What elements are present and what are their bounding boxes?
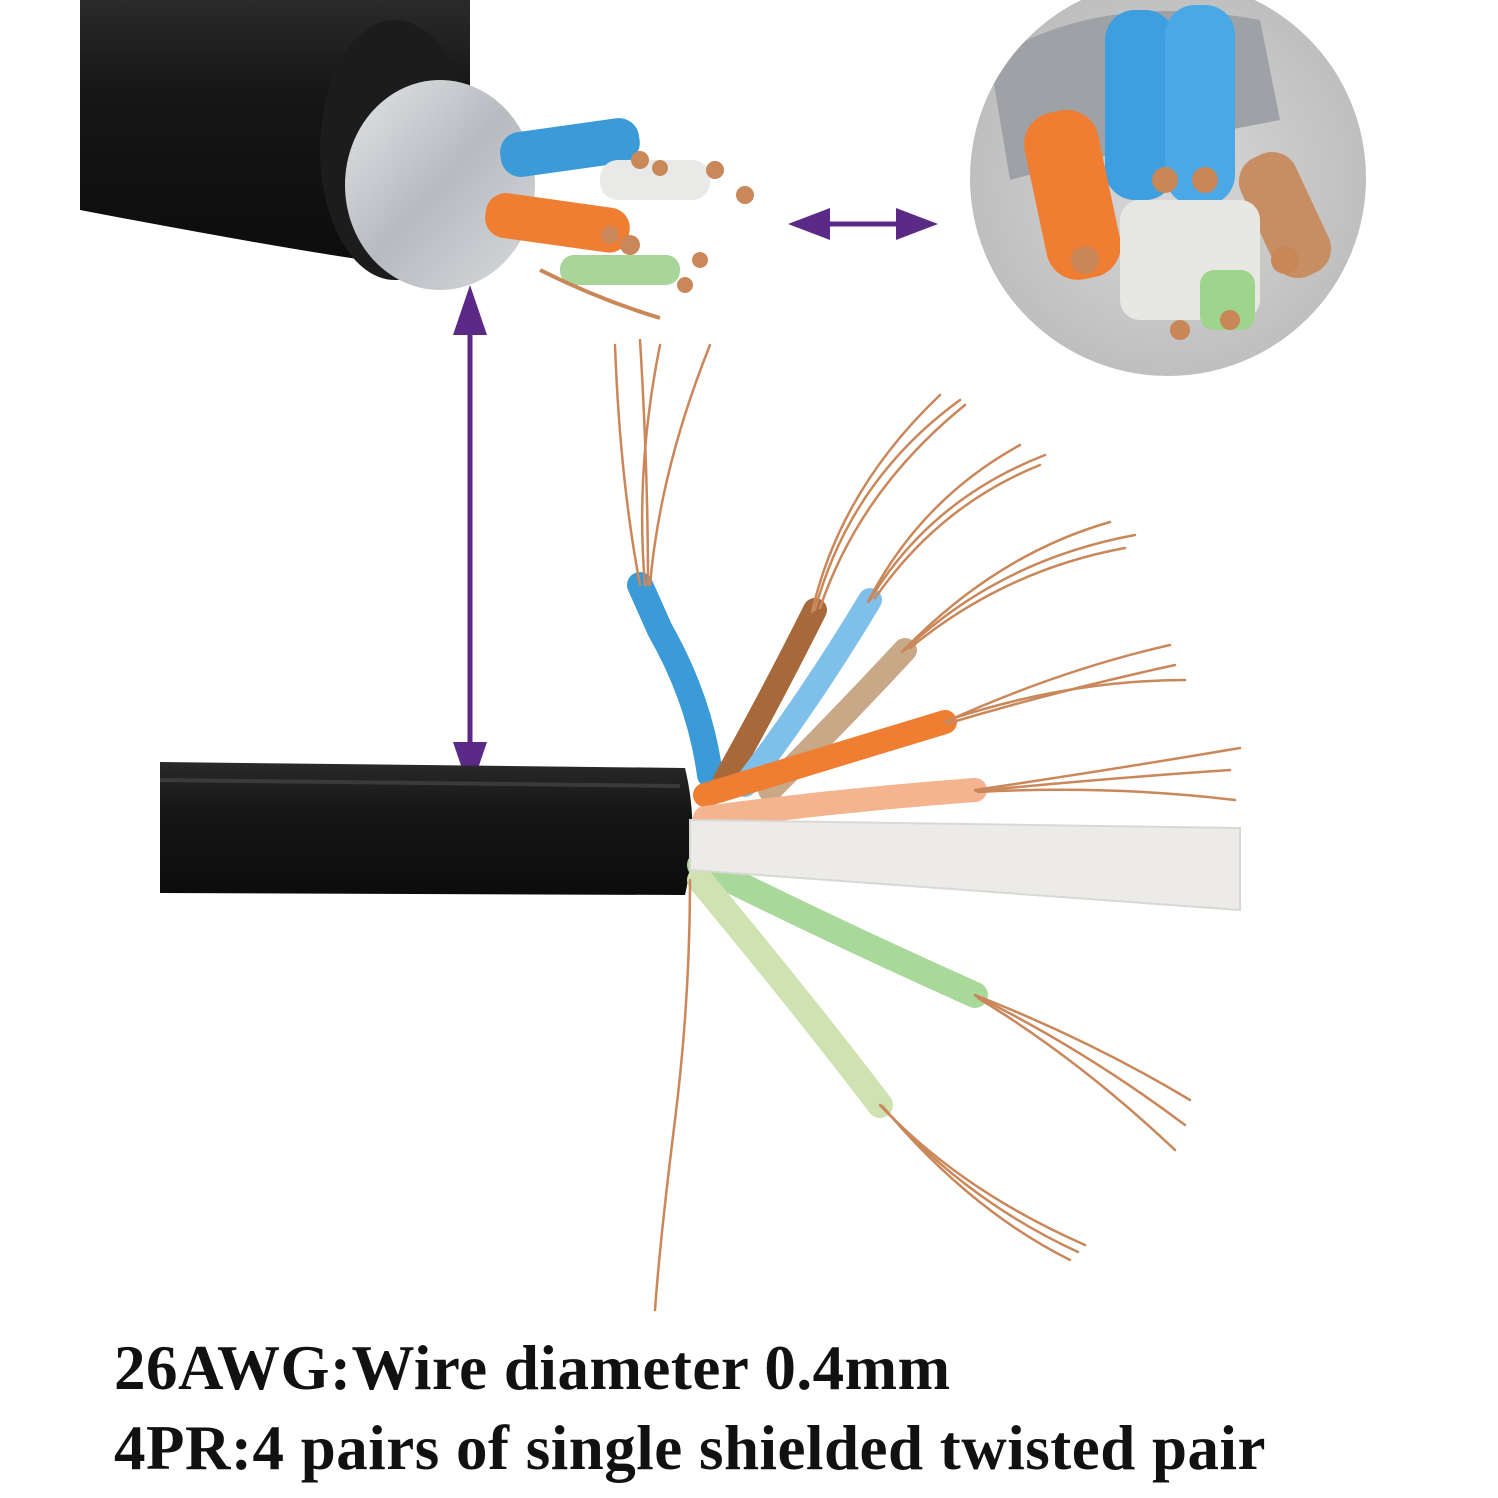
bottom-cable xyxy=(159,338,1242,1312)
inset-wire-orange xyxy=(1024,109,1121,280)
closeup-inset xyxy=(966,0,1370,380)
wire-orange xyxy=(693,710,957,807)
top-cable-wire-ends xyxy=(485,118,754,320)
wire-green-end xyxy=(560,255,680,285)
copper-strands xyxy=(613,338,1242,1312)
wire-orange-white xyxy=(693,778,987,830)
caption-wire-gauge: 26AWG:Wire diameter 0.4mm xyxy=(114,1333,951,1403)
wire-blue xyxy=(627,572,723,788)
top-cable xyxy=(80,0,754,320)
wire-orange-end xyxy=(485,193,630,253)
vertical-double-arrow-icon xyxy=(453,285,487,792)
inset-wire-brown xyxy=(1238,151,1332,279)
bottom-cable-jacket xyxy=(160,762,693,895)
inset-wire-green xyxy=(1200,270,1255,330)
drain-wire xyxy=(539,268,661,320)
foil-shield xyxy=(345,80,535,290)
inset-wire-blue-2 xyxy=(1165,5,1235,205)
inset-wire-blue-1 xyxy=(1105,10,1175,200)
cross-separator xyxy=(689,818,1241,912)
horizontal-double-arrow-icon xyxy=(788,208,938,240)
wire-blue-white xyxy=(733,588,882,797)
wire-green-white xyxy=(687,867,893,1118)
copper-tips xyxy=(601,151,754,293)
wire-brown xyxy=(713,598,827,792)
caption-pair-description: 4PR:4 pairs of single shielded twisted p… xyxy=(114,1413,1267,1483)
inset-copper-tips xyxy=(1071,167,1299,340)
caption-band xyxy=(0,1320,1498,1498)
insulated-wires xyxy=(627,572,988,1118)
wire-green xyxy=(687,852,988,1008)
wire-blue-end xyxy=(500,118,640,177)
wire-white-end xyxy=(600,160,710,200)
